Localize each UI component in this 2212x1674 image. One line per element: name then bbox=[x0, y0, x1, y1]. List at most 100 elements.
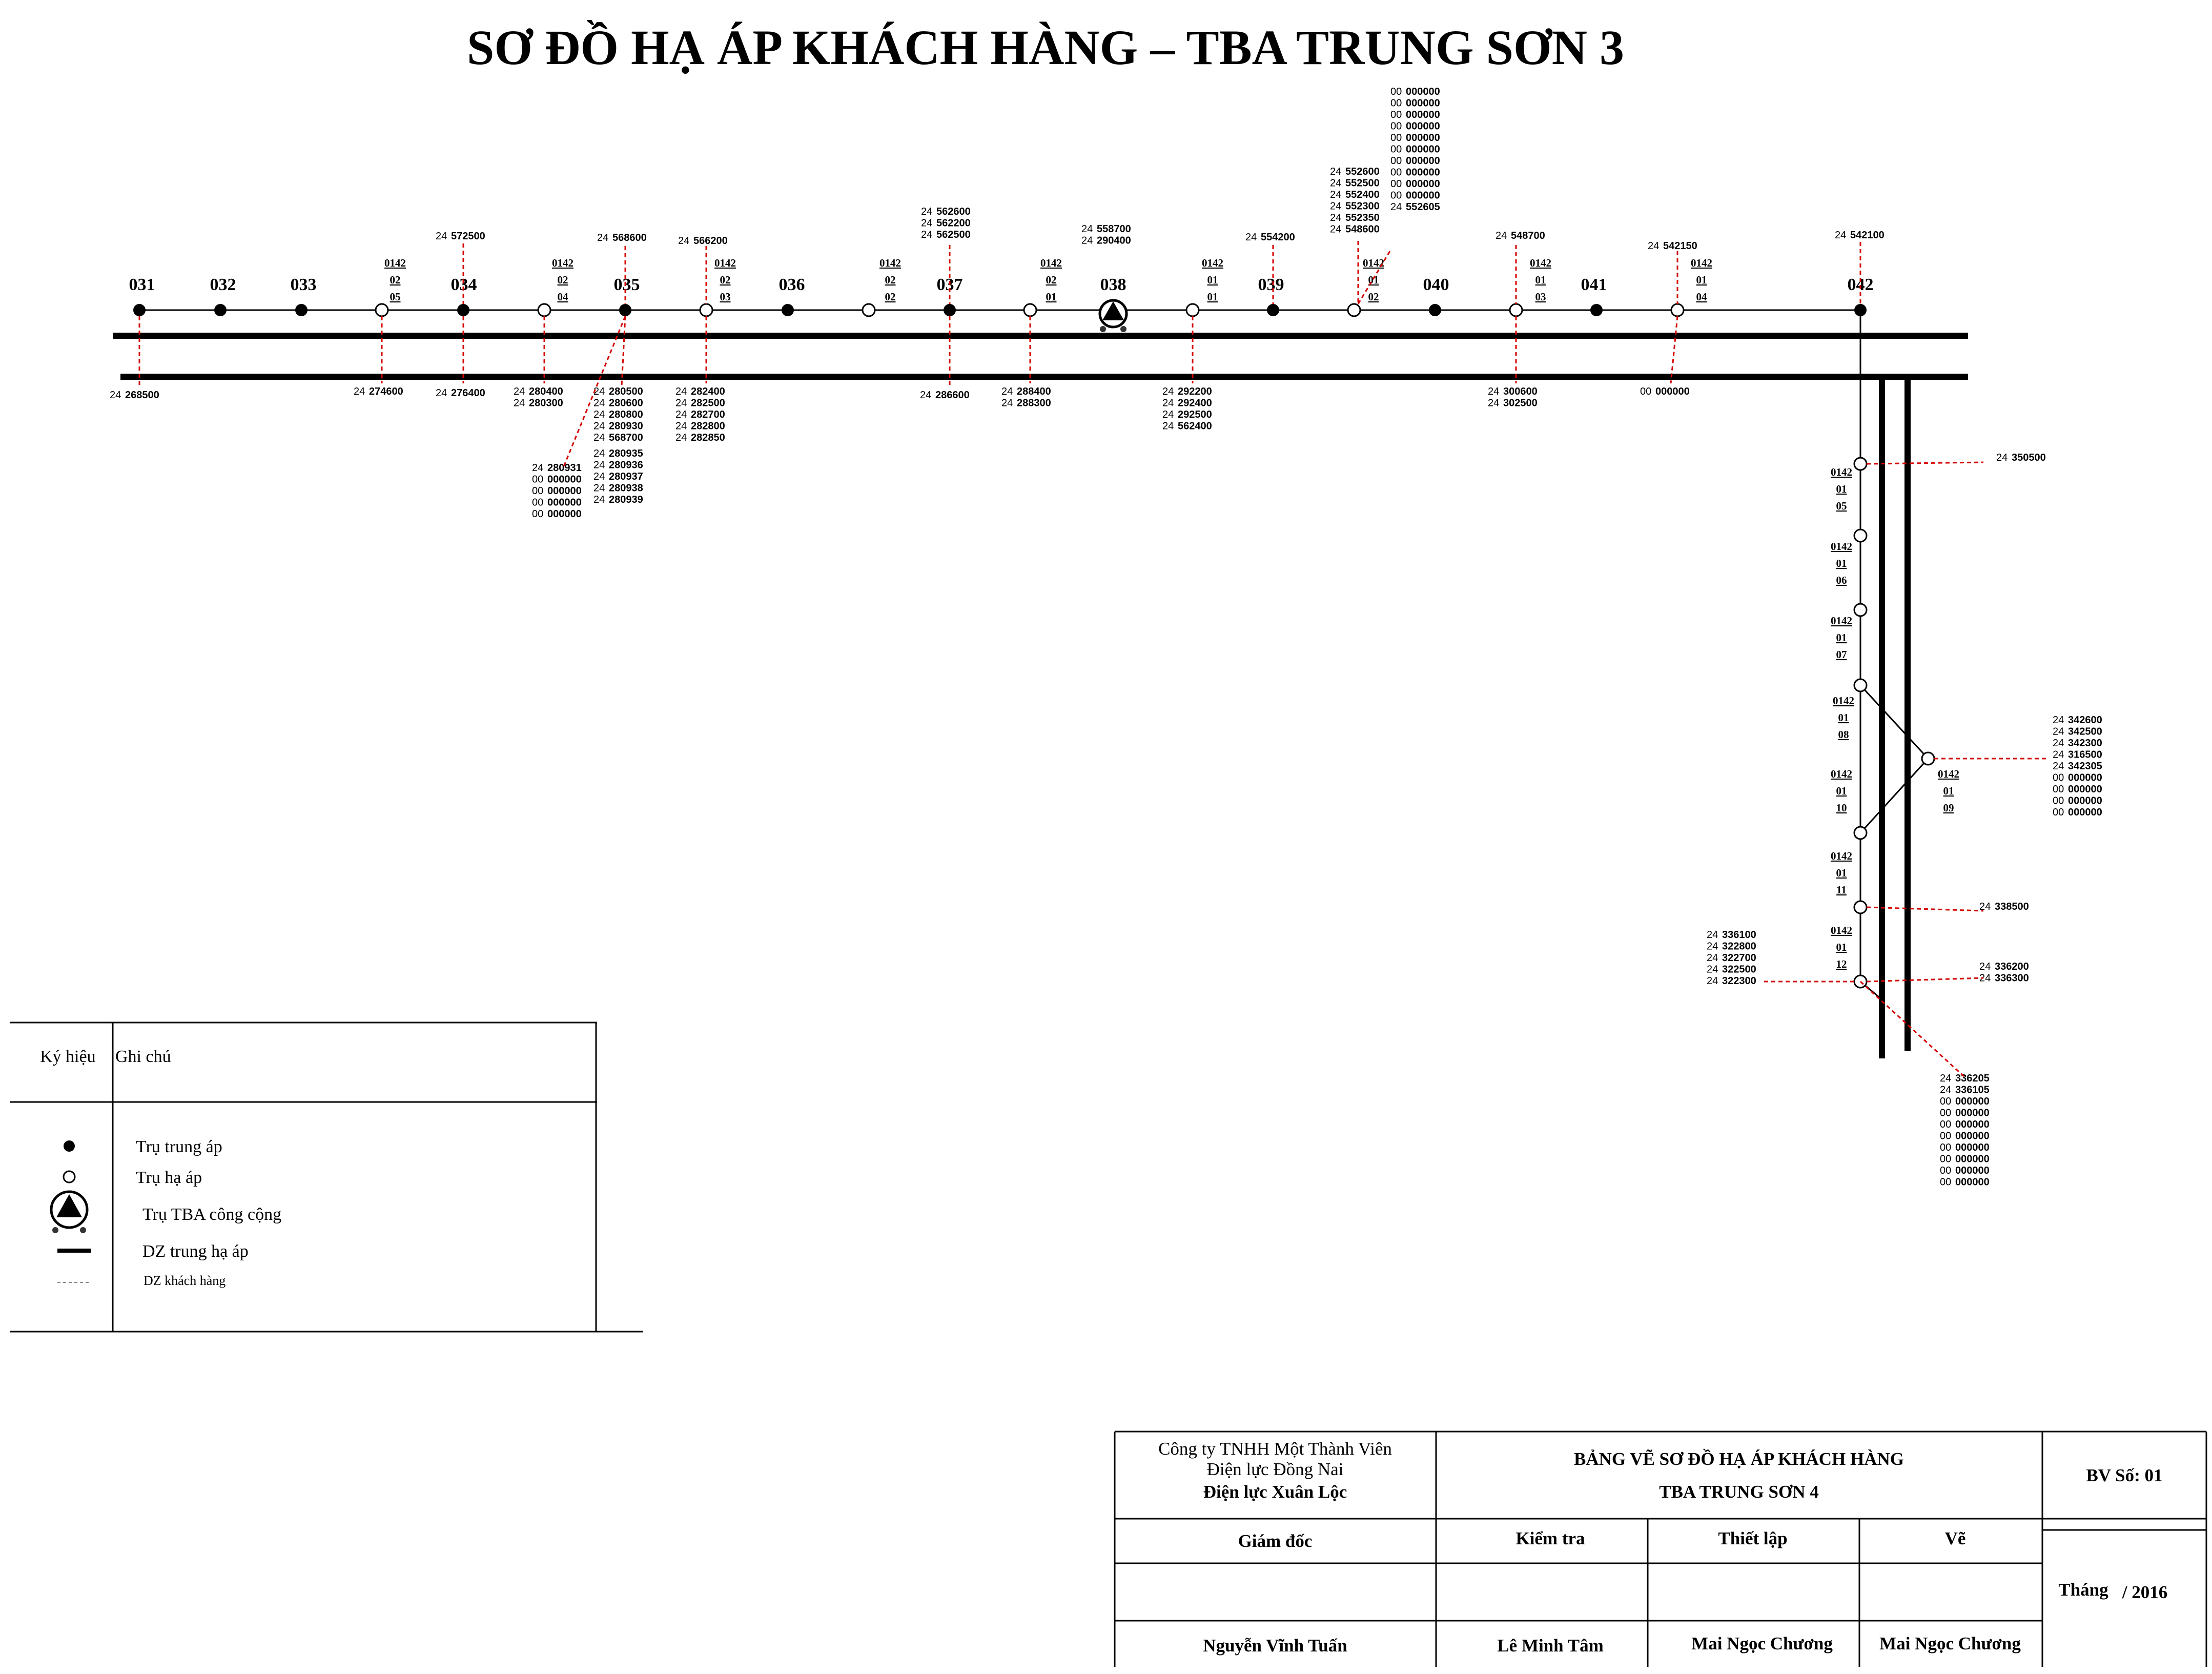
mv-pole[interactable] bbox=[1854, 304, 1867, 316]
customer-code: 268500 bbox=[125, 390, 159, 401]
customer-prefix: 00 bbox=[1390, 144, 1402, 155]
sub-code: 04 bbox=[1696, 291, 1708, 303]
customer-code: 342500 bbox=[2068, 726, 2102, 738]
pole-label-038: 038 bbox=[1100, 275, 1127, 294]
customer-code: 000000 bbox=[1406, 86, 1440, 97]
customer-prefix: 24 bbox=[1496, 230, 1507, 241]
customer-prefix: 24 bbox=[1940, 1073, 1951, 1084]
mv-pole[interactable] bbox=[457, 304, 469, 316]
lv-pole[interactable] bbox=[699, 303, 713, 317]
customer-code: 000000 bbox=[2068, 772, 2102, 784]
lv-pole[interactable] bbox=[1853, 457, 1868, 471]
lv-pole[interactable] bbox=[1509, 303, 1523, 317]
customer-code: 292200 bbox=[1178, 386, 1212, 397]
lv-pole[interactable] bbox=[1023, 303, 1037, 317]
mv-pole[interactable] bbox=[944, 304, 956, 316]
sub-code: 0142 bbox=[1831, 924, 1852, 936]
customer-prefix: 24 bbox=[514, 398, 525, 409]
lv-pole[interactable] bbox=[1853, 603, 1868, 617]
lv-pole[interactable] bbox=[537, 303, 551, 317]
customer-prefix: 24 bbox=[593, 398, 605, 409]
customer-prefix: 24 bbox=[1330, 189, 1341, 200]
customer-prefix: 00 bbox=[1390, 132, 1402, 144]
customer-code: 282850 bbox=[691, 432, 725, 443]
customer-code: 000000 bbox=[1406, 178, 1440, 190]
customer-prefix: 00 bbox=[1390, 109, 1402, 120]
mv-pole[interactable] bbox=[1590, 304, 1603, 316]
legend-header-note: Ghi chú bbox=[115, 1047, 171, 1066]
customer-code: 336300 bbox=[1995, 973, 2029, 984]
customer-code: 322700 bbox=[1722, 952, 1756, 964]
mv-pole[interactable] bbox=[1267, 304, 1279, 316]
customer-prefix: 24 bbox=[1648, 240, 1659, 252]
sub-code: 0142 bbox=[1040, 257, 1062, 269]
lv-pole[interactable] bbox=[1921, 751, 1935, 766]
sub-code: 0142 bbox=[1530, 257, 1551, 269]
sub-code: 03 bbox=[720, 291, 731, 303]
customer-code: 000000 bbox=[547, 485, 582, 497]
lv-pole[interactable] bbox=[1853, 678, 1868, 692]
lv-pole[interactable] bbox=[375, 303, 389, 317]
customer-code: 280400 bbox=[529, 386, 563, 397]
lv-pole[interactable] bbox=[1853, 900, 1868, 914]
customer-code: 562200 bbox=[936, 218, 971, 229]
customer-line bbox=[1866, 461, 1984, 465]
sub-code: 02 bbox=[1368, 291, 1379, 303]
pole-label-031: 031 bbox=[129, 275, 155, 294]
customer-prefix: 24 bbox=[920, 390, 931, 401]
mv-pole-icon bbox=[64, 1140, 75, 1152]
pole-label-035: 035 bbox=[614, 275, 640, 294]
customer-prefix: 24 bbox=[678, 235, 689, 247]
sub-code: 0142 bbox=[384, 257, 406, 269]
page-title: SƠ ĐỒ HẠ ÁP KHÁCH HÀNG – TBA TRUNG SƠN 3 bbox=[467, 20, 1624, 75]
sub-code: 0142 bbox=[714, 257, 736, 269]
sub-code: 02 bbox=[885, 274, 896, 286]
customer-prefix: 24 bbox=[1330, 166, 1341, 177]
mv-pole[interactable] bbox=[1429, 304, 1441, 316]
customer-code: 350500 bbox=[2012, 452, 2046, 463]
customer-code: 322500 bbox=[1722, 964, 1756, 975]
customer-line bbox=[1859, 981, 1965, 1077]
customer-prefix: 24 bbox=[1001, 398, 1013, 409]
lv-pole[interactable] bbox=[1670, 303, 1685, 317]
customer-prefix: 24 bbox=[593, 460, 605, 471]
mv-pole[interactable] bbox=[133, 304, 146, 316]
pole-label-041: 041 bbox=[1581, 275, 1607, 294]
sub-code: 01 bbox=[1943, 785, 1954, 797]
customer-prefix: 00 bbox=[1940, 1177, 1951, 1188]
customer-prefix: 00 bbox=[1940, 1119, 1951, 1130]
customer-code: 000000 bbox=[2068, 807, 2102, 818]
sub-code: 02 bbox=[885, 291, 896, 303]
lv-pole[interactable] bbox=[1185, 303, 1200, 317]
customer-code: 554200 bbox=[1261, 232, 1295, 243]
sub-code: 0142 bbox=[1831, 615, 1852, 627]
customer-code: 552500 bbox=[1345, 178, 1380, 189]
customer-code: 558700 bbox=[1097, 223, 1131, 235]
customer-prefix: 24 bbox=[1162, 386, 1174, 397]
lv-pole[interactable] bbox=[1347, 303, 1361, 317]
lv-pole[interactable] bbox=[1853, 826, 1868, 840]
customer-prefix: 24 bbox=[2053, 714, 2064, 726]
lv-pole[interactable] bbox=[1853, 528, 1868, 543]
customer-prefix: 24 bbox=[1707, 975, 1718, 987]
customer-code: 566200 bbox=[693, 235, 728, 247]
customer-code: 342305 bbox=[2068, 761, 2102, 772]
customer-prefix: 24 bbox=[593, 386, 605, 397]
customer-code: 000000 bbox=[1406, 167, 1440, 178]
mv-pole[interactable] bbox=[295, 304, 308, 316]
customer-prefix: 24 bbox=[921, 206, 932, 217]
customer-code: 280600 bbox=[609, 398, 643, 409]
customer-prefix: 24 bbox=[532, 462, 543, 474]
customer-prefix: 24 bbox=[354, 386, 365, 397]
mv-pole[interactable] bbox=[782, 304, 794, 316]
customer-code: 288300 bbox=[1017, 398, 1051, 409]
customer-prefix: 00 bbox=[1940, 1131, 1951, 1142]
lv-pole[interactable] bbox=[862, 303, 876, 317]
sub-code: 0142 bbox=[879, 257, 901, 269]
customer-code: 548600 bbox=[1345, 224, 1380, 235]
customer-code: 000000 bbox=[1955, 1108, 1990, 1119]
sub-code: 10 bbox=[1836, 802, 1847, 814]
mv-pole[interactable] bbox=[214, 304, 227, 316]
mv-pole[interactable] bbox=[619, 304, 631, 316]
